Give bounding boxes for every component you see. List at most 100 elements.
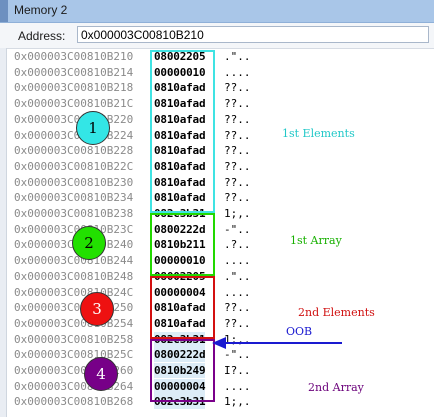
memory-row-address: 0x000003C00810B25C: [14, 348, 134, 362]
memory-row-address: 0x000003C00810B21C: [14, 97, 134, 111]
region-box-2nd-elements: [150, 276, 215, 339]
memory-row-address: 0x000003C00810B228: [14, 144, 134, 158]
memory-row-address: 0x000003C00810B22C: [14, 159, 134, 173]
memory-row-address: 0x000003C00810B224: [14, 128, 134, 142]
memory-row[interactable]: 0x000003C00810B244 00000010....: [0, 253, 434, 268]
annotation-circle-1: 1: [76, 111, 110, 145]
memory-row-ascii: -"..: [224, 348, 251, 362]
memory-row-ascii: ??..: [224, 97, 251, 111]
memory-row-address: 0x000003C00810B210: [14, 50, 134, 63]
memory-row-ascii: ??..: [224, 191, 251, 205]
memory-row-ascii: ??..: [224, 81, 251, 95]
memory-row-value[interactable]: 00000004: [154, 378, 206, 394]
memory-row-address: 0x000003C00810B23C: [14, 222, 134, 236]
memory-row-value[interactable]: 0810afad: [154, 128, 206, 142]
region-box-2nd-array: [150, 339, 215, 402]
memory-row-address: 0x000003C00810B258: [14, 332, 134, 346]
annotation-circle-4: 4: [84, 357, 118, 391]
memory-row-ascii: ??..: [224, 128, 251, 142]
memory-row[interactable]: 0x000003C00810B220 0810afad??..: [0, 112, 434, 127]
memory-row-value[interactable]: 0810afad: [154, 316, 206, 330]
memory-row-ascii: ....: [224, 379, 251, 393]
address-bar: Address: 0x000003C00810B210: [0, 23, 434, 49]
memory-row-ascii: ??..: [224, 112, 251, 126]
annotation-circle-2: 2: [72, 226, 106, 260]
memory-row[interactable]: 0x000003C00810B22C 0810afad??..: [0, 159, 434, 174]
memory-row-ascii: ....: [224, 65, 251, 79]
memory-row-address: 0x000003C00810B250: [14, 301, 134, 315]
memory-row[interactable]: 0x000003C00810B224 0810afad??..: [0, 128, 434, 143]
annotation-circle-3: 3: [80, 292, 114, 326]
memory-row-address: 0x000003C00810B254: [14, 316, 134, 330]
memory-row-value[interactable]: 08002205: [154, 50, 206, 63]
memory-row-value[interactable]: 0800222d: [154, 347, 206, 363]
title-bar-strip: [0, 0, 8, 22]
window-title: Memory 2: [14, 3, 68, 17]
memory-row[interactable]: 0x000003C00810B21C 0810afad??..: [0, 96, 434, 111]
memory-row[interactable]: 0x000003C00810B24C 00000004....: [0, 285, 434, 300]
memory-row-value[interactable]: 0810afad: [154, 301, 206, 315]
memory-row-value[interactable]: 0810afad: [154, 159, 206, 173]
memory-row-value[interactable]: 0810afad: [154, 81, 206, 95]
memory-row[interactable]: 0x000003C00810B218 0810afad??..: [0, 80, 434, 95]
left-edge-strip: [0, 48, 7, 417]
memory-row-ascii: ??..: [224, 159, 251, 173]
memory-row-value[interactable]: 0810afad: [154, 191, 206, 205]
memory-row-ascii: .?..: [224, 238, 251, 252]
memory-row-address: 0x000003C00810B218: [14, 81, 134, 95]
memory-row-ascii: ."..: [224, 50, 251, 63]
memory-row-value[interactable]: 0810afad: [154, 97, 206, 111]
memory-row-value[interactable]: 0810b211: [154, 238, 206, 252]
memory-row[interactable]: 0x000003C00810B234 0810afad??..: [0, 190, 434, 205]
address-input[interactable]: 0x000003C00810B210: [77, 26, 429, 43]
memory-row-address: 0x000003C00810B214: [14, 65, 134, 79]
region-box-1st-elements: [150, 50, 215, 213]
memory-row-address: 0x000003C00810B248: [14, 269, 134, 283]
label-1st-elements: 1st Elements: [282, 127, 355, 140]
label-2nd-elements: 2nd Elements: [298, 306, 375, 319]
label-1st-array: 1st Array: [290, 234, 342, 247]
memory-row-value[interactable]: 0810b249: [154, 363, 206, 378]
memory-row-value[interactable]: 00000010: [154, 65, 206, 79]
oob-arrow-icon: [212, 337, 342, 349]
memory-row-ascii: ....: [224, 285, 251, 299]
memory-row-ascii: 1;,.: [224, 207, 251, 220]
memory-row-address: 0x000003C00810B238: [14, 207, 134, 220]
memory-row[interactable]: 0x000003C00810B214 00000010....: [0, 65, 434, 80]
memory-row-ascii: ....: [224, 254, 251, 268]
label-oob: OOB: [286, 325, 313, 338]
memory-row-address: 0x000003C00810B268: [14, 395, 134, 409]
memory-row[interactable]: 0x000003C00810B228 0810afad??..: [0, 143, 434, 158]
memory-row-ascii: ??..: [224, 144, 251, 158]
memory-row[interactable]: 0x000003C00810B25C 0800222d -"..: [0, 347, 434, 363]
address-label: Address:: [18, 29, 66, 43]
memory-row-ascii: 1;,.: [224, 395, 251, 409]
memory-row-address: 0x000003C00810B234: [14, 191, 134, 205]
memory-row-value[interactable]: 00000004: [154, 285, 206, 299]
memory-row-value[interactable]: 0810afad: [154, 144, 206, 158]
memory-row-ascii: ??..: [224, 301, 251, 315]
memory-row-address: 0x000003C00810B244: [14, 254, 134, 268]
memory-row-value[interactable]: 0810afad: [154, 175, 206, 189]
memory-row-address: 0x000003C00810B24C: [14, 285, 134, 299]
memory-row-address: 0x000003C00810B230: [14, 175, 134, 189]
label-2nd-array: 2nd Array: [308, 381, 364, 394]
memory-row-value[interactable]: 0810afad: [154, 112, 206, 126]
memory-row-value[interactable]: 00000010: [154, 254, 206, 268]
memory-row[interactable]: 0x000003C00810B210 08002205 ."..: [0, 49, 434, 64]
memory-row-ascii: I?..: [224, 364, 251, 377]
memory-row-ascii: ."..: [224, 269, 251, 283]
memory-row[interactable]: 0x000003C00810B23C 0800222d -"..: [0, 222, 434, 237]
memory-row-ascii: -"..: [224, 222, 251, 236]
memory-row-address: 0x000003C00810B220: [14, 112, 134, 126]
memory-row-ascii: ??..: [224, 316, 251, 330]
memory-row-value[interactable]: 0800222d: [154, 222, 206, 236]
memory-row[interactable]: 0x000003C00810B2400810b211.?..: [0, 237, 434, 252]
